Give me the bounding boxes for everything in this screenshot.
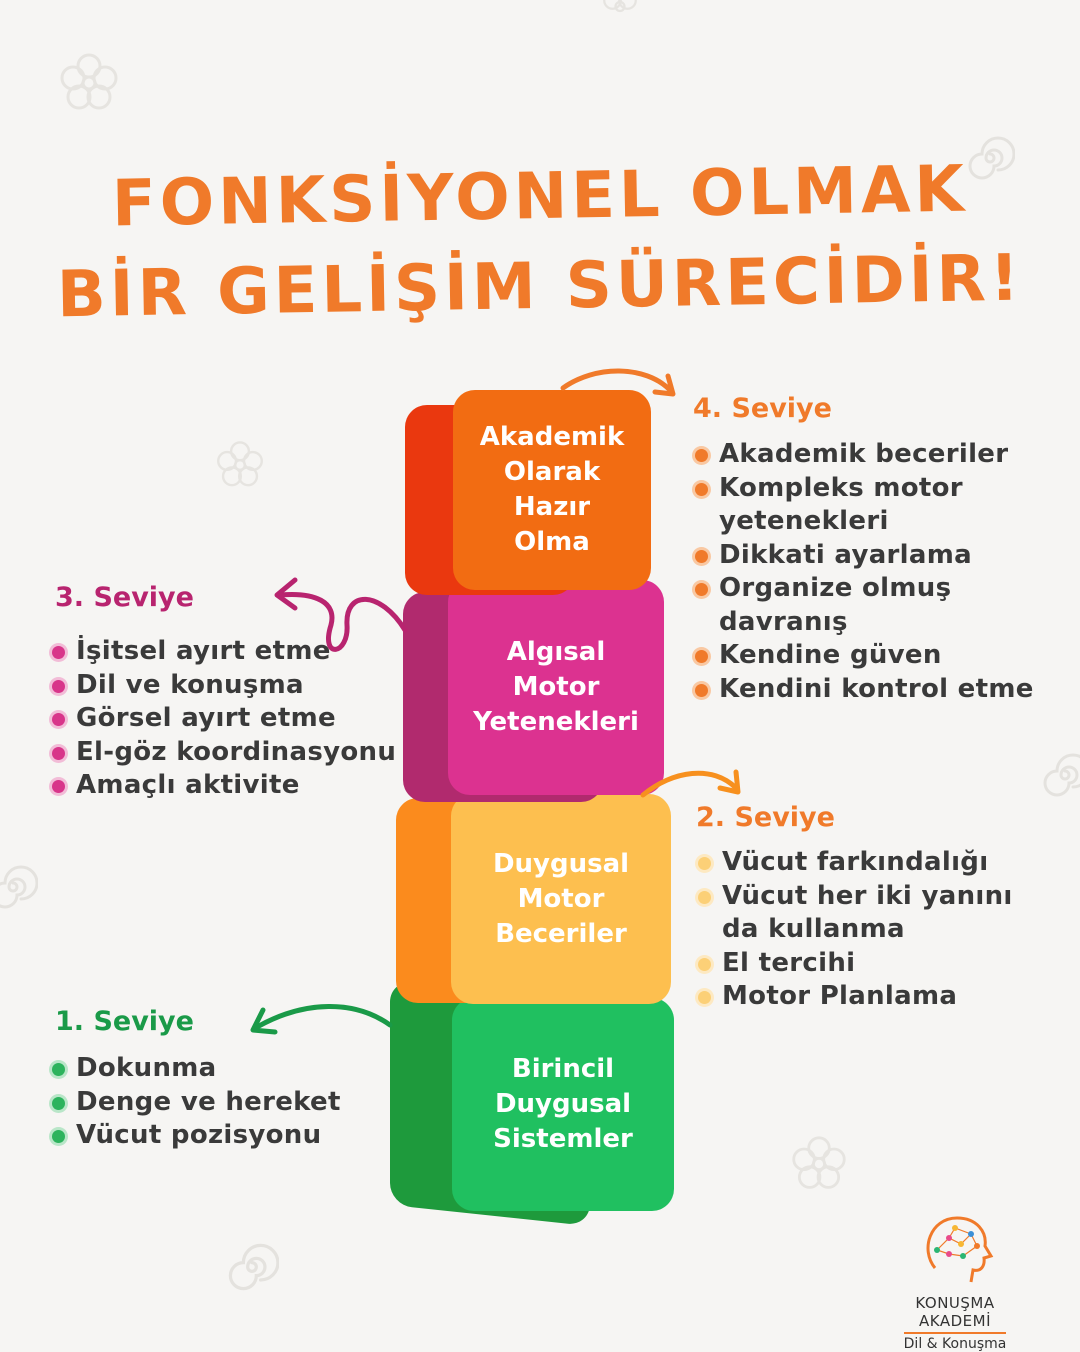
page-title-line-1: FONKSİYONEL OLMAK xyxy=(111,152,969,242)
block-level-3-label: Algısal Motor Yetenekleri xyxy=(473,637,639,737)
flower-icon xyxy=(603,0,637,13)
list-item: Motor Planlama xyxy=(698,980,1068,1014)
block-level-2: Duygusal Motor Beceriler xyxy=(396,790,676,1010)
level-2-title: 2. Seviye xyxy=(696,802,835,833)
arrow-icon xyxy=(640,769,741,798)
list-item: Kendini kontrol etme xyxy=(695,673,1075,707)
level-4-title: 4. Seviye xyxy=(693,393,832,424)
brand-logo: KONUŞMA AKADEMİ Dil & Konuşma xyxy=(880,1210,1030,1352)
block-level-4-label: Akademik Olarak Hazır Olma xyxy=(479,422,625,557)
block-level-3: Algısal Motor Yetenekleri xyxy=(403,580,668,805)
block-level-2-label: Duygusal Motor Beceriler xyxy=(492,848,630,949)
list-item: El-göz koordinasyonu xyxy=(52,736,402,770)
level-1-title: 1. Seviye xyxy=(55,1006,194,1037)
list-item: Kompleks motor yetenekleri xyxy=(695,472,1075,539)
page-title-line-2: BİR GELİŞİM SÜRECİDİR! xyxy=(56,241,1024,333)
list-item: Akademik beceriler xyxy=(695,438,1075,472)
brain-head-icon xyxy=(926,1216,994,1283)
spiral-icon xyxy=(1043,753,1080,797)
block-level-4: Akademik Olarak Hazır Olma xyxy=(405,390,655,600)
brand-name: KONUŞMA AKADEMİ xyxy=(915,1294,995,1330)
list-item: İşitsel ayırt etme xyxy=(52,635,402,669)
flower-icon xyxy=(217,441,263,487)
list-item: El tercihi xyxy=(698,947,1068,981)
arrow-icon xyxy=(274,577,408,652)
level-3-list: İşitsel ayırt etme Dil ve konuşma Görsel… xyxy=(52,635,402,803)
block-level-1-label: Birincil Duygusal Sistemler xyxy=(493,1054,633,1154)
spiral-icon xyxy=(968,136,1015,180)
arrow-icon xyxy=(250,1004,393,1035)
block-level-1: Birincil Duygusal Sistemler xyxy=(390,980,680,1227)
list-item: Amaçlı aktivite xyxy=(52,769,402,803)
flower-icon xyxy=(60,53,118,110)
level-4-list: Akademik beceriler Kompleks motor yetene… xyxy=(695,438,1075,706)
flower-icon xyxy=(792,1136,846,1189)
level-1-list: Dokunma Denge ve hereket Vücut pozisyonu xyxy=(52,1052,382,1153)
list-item: Kendine güven xyxy=(695,639,1075,673)
spiral-icon xyxy=(228,1243,279,1291)
list-item: Görsel ayırt etme xyxy=(52,702,402,736)
list-item: Vücut pozisyonu xyxy=(52,1119,382,1153)
level-3-title: 3. Seviye xyxy=(55,582,194,613)
list-item: Dokunma xyxy=(52,1052,382,1086)
list-item: Organize olmuş davranış xyxy=(695,572,1075,639)
list-item: Dikkati ayarlama xyxy=(695,539,1075,573)
list-item: Vücut her iki yanını da kullanma xyxy=(698,880,1068,947)
brand-subtitle: Dil & Konuşma xyxy=(903,1332,1007,1352)
level-2-list: Vücut farkındalığı Vücut her iki yanını … xyxy=(698,846,1068,1014)
arrow-icon xyxy=(560,368,676,397)
list-item: Vücut farkındalığı xyxy=(698,846,1068,880)
list-item: Denge ve hereket xyxy=(52,1086,382,1120)
list-item: Dil ve konuşma xyxy=(52,669,402,703)
spiral-icon xyxy=(0,865,38,909)
